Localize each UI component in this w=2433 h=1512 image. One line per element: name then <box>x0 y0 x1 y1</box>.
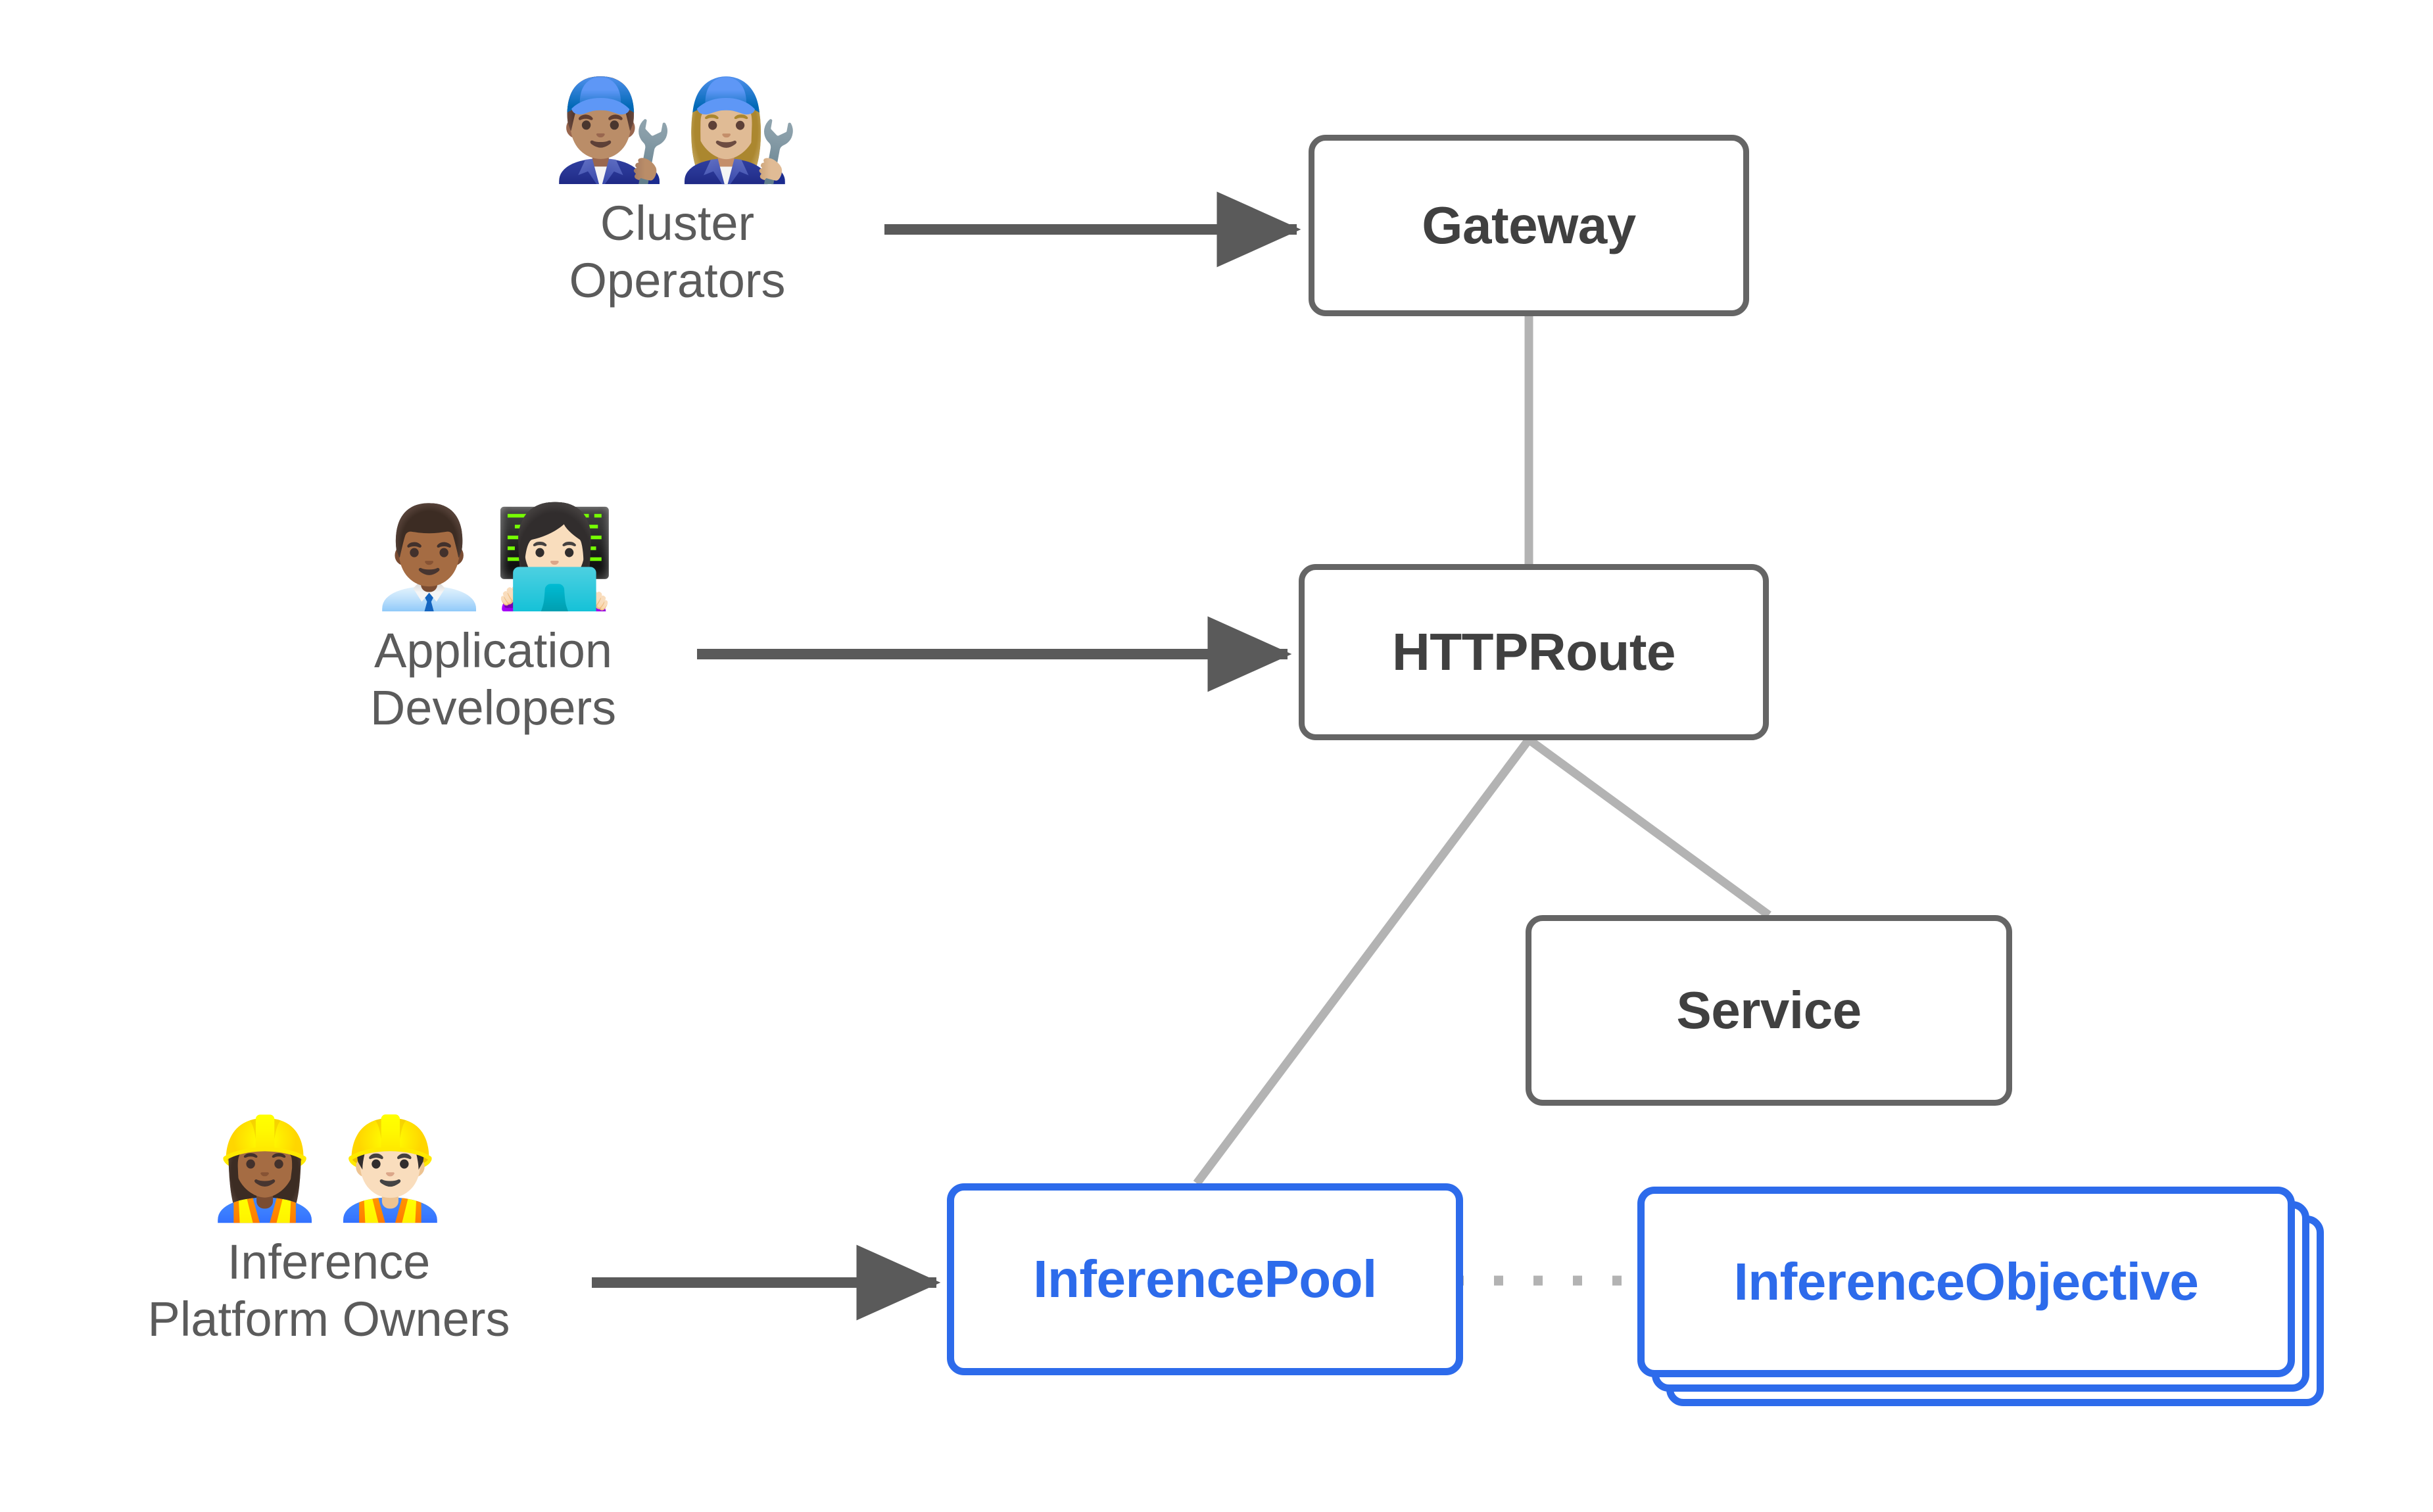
man-construction-worker-icon: 👷🏻‍♂️ <box>329 1112 454 1226</box>
node-inferencepool-label: InferencePool <box>1033 1250 1377 1308</box>
connector-httproute-inferencepool <box>1193 737 1533 1186</box>
persona-inference-platform-owners: 👷🏾‍♀️👷🏻‍♂️ Inference Platform Owners <box>85 1112 572 1348</box>
node-gateway-label: Gateway <box>1422 196 1636 254</box>
persona-cluster-operators-emojis: 👨🏽‍🔧👩🏼‍🔧 <box>552 73 803 187</box>
node-inferencepool[interactable]: InferencePool <box>947 1183 1463 1375</box>
node-httproute[interactable]: HTTPRoute <box>1299 564 1769 740</box>
node-inferenceobjective-card-front[interactable]: InferenceObjective <box>1637 1187 2295 1377</box>
woman-technologist-icon: 👩🏻‍💻 <box>493 500 619 615</box>
node-gateway[interactable]: Gateway <box>1309 135 1749 316</box>
persona-cluster-operators-label: Cluster Operators <box>569 195 786 308</box>
man-office-worker-icon: 👨🏾‍💼 <box>368 500 493 615</box>
node-service-label: Service <box>1676 981 1862 1039</box>
woman-mechanic-icon: 👩🏼‍🔧 <box>677 73 803 187</box>
connector-httproute-service <box>1526 736 1771 919</box>
node-inferenceobjective-stack[interactable]: InferenceObjective <box>1637 1187 2324 1406</box>
persona-inference-platform-owners-label: Inference Platform Owners <box>147 1234 510 1346</box>
woman-construction-worker-icon: 👷🏾‍♀️ <box>203 1112 329 1226</box>
persona-application-developers: 👨🏾‍💼👩🏻‍💻 Application Developers <box>289 506 697 736</box>
node-inferenceobjective-label: InferenceObjective <box>1733 1252 2199 1311</box>
persona-application-developers-label: Application Developers <box>370 623 617 735</box>
persona-cluster-operators: 👨🏽‍🔧👩🏼‍🔧 Cluster Operators <box>480 73 875 309</box>
node-httproute-label: HTTPRoute <box>1391 623 1676 681</box>
persona-application-developers-emojis: 👨🏾‍💼👩🏻‍💻 <box>368 506 619 610</box>
node-service[interactable]: Service <box>1526 915 2012 1106</box>
man-mechanic-icon: 👨🏽‍🔧 <box>552 73 677 187</box>
persona-inference-platform-owners-emojis: 👷🏾‍♀️👷🏻‍♂️ <box>203 1112 454 1226</box>
